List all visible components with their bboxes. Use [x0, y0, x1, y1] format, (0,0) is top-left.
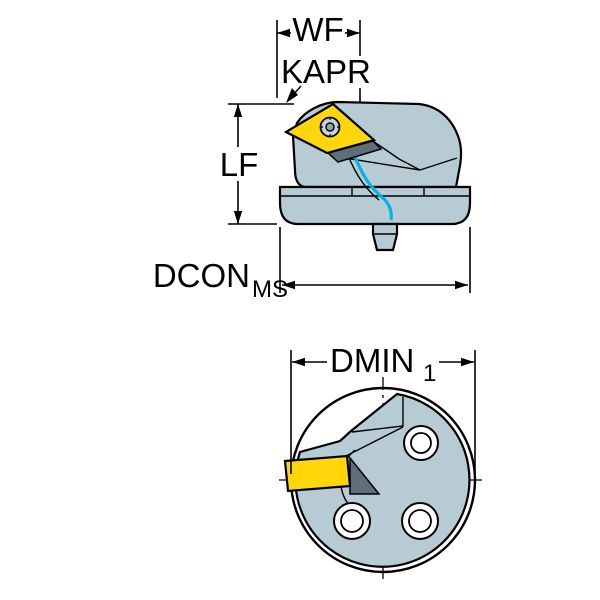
side-view: WF KAPR LF DCON MS [153, 11, 472, 303]
dmin-label-subscript: 1 [423, 360, 436, 387]
dcon-arrow-right [455, 280, 468, 290]
dmin-arrow-left [292, 357, 305, 367]
kapr-arrow [286, 88, 298, 103]
mounting-hole-top-inner [410, 432, 432, 454]
dcon-arrow-left [282, 280, 295, 290]
dmin-arrow-right [461, 357, 474, 367]
wf-arrow-right [347, 28, 360, 38]
clamp-front-edge [372, 140, 421, 171]
wf-label-mask [291, 13, 345, 44]
dmin-label-mask [327, 342, 439, 377]
dcon-label-subscript: MS [252, 276, 288, 303]
kapr-label-mask [278, 56, 378, 88]
front-view: DMIN 1 [279, 342, 487, 584]
lf-label-mask [218, 147, 260, 181]
mounting-hole-right-inner [408, 509, 432, 533]
insert-screw-center [325, 122, 335, 132]
lf-label: LF [220, 146, 259, 183]
lf-arrow-top [233, 104, 243, 117]
dcon-label: DCON [153, 257, 250, 294]
cross-section-edge [345, 426, 404, 457]
lf-arrow-bottom [233, 211, 243, 224]
wf-label: WF [292, 11, 343, 48]
cross-section-step [351, 397, 404, 433]
head-step-line [419, 157, 458, 171]
wf-arrow-left [277, 28, 290, 38]
mounting-hole-left-inner [340, 509, 364, 533]
insert-screw-spokes [320, 117, 340, 137]
cutting-insert-front [283, 454, 352, 493]
dmin-label: DMIN [330, 342, 414, 379]
coolant-channel [351, 150, 393, 221]
kapr-label: KAPR [281, 53, 371, 90]
clamp-bolt [371, 222, 399, 252]
